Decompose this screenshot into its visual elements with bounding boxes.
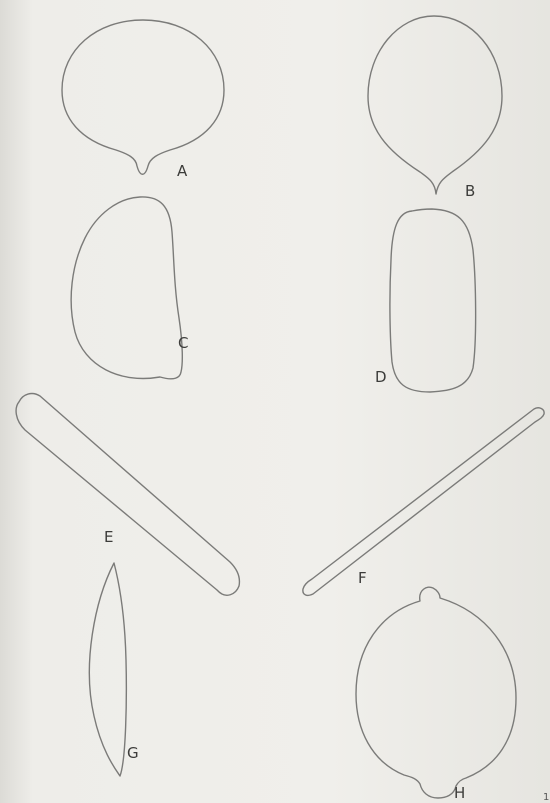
- label-h: H: [454, 784, 465, 802]
- label-c: C: [178, 334, 188, 352]
- corner-mark: 1: [543, 792, 549, 803]
- shape-d-outline: [390, 209, 476, 392]
- shape-c: C: [71, 197, 188, 379]
- shape-g-outline: [89, 563, 126, 776]
- shape-e-outline: [16, 394, 239, 596]
- shape-b: B: [368, 16, 502, 200]
- shape-a-outline: [62, 20, 224, 174]
- label-f: F: [358, 569, 367, 587]
- shape-h-outline: [356, 587, 516, 798]
- label-a: A: [177, 162, 188, 180]
- shape-b-outline: [368, 16, 502, 194]
- shape-c-outline: [71, 197, 182, 379]
- shape-f-outline: [303, 408, 544, 596]
- shape-e: E: [16, 394, 239, 596]
- label-b: B: [465, 182, 475, 200]
- label-e: E: [104, 528, 113, 546]
- label-d: D: [375, 368, 387, 386]
- label-g: G: [127, 744, 139, 762]
- shape-f: F: [303, 408, 544, 596]
- shape-h: H: [356, 587, 516, 802]
- shape-g: G: [89, 563, 138, 776]
- shape-d: D: [375, 209, 476, 392]
- shape-a: A: [62, 20, 224, 180]
